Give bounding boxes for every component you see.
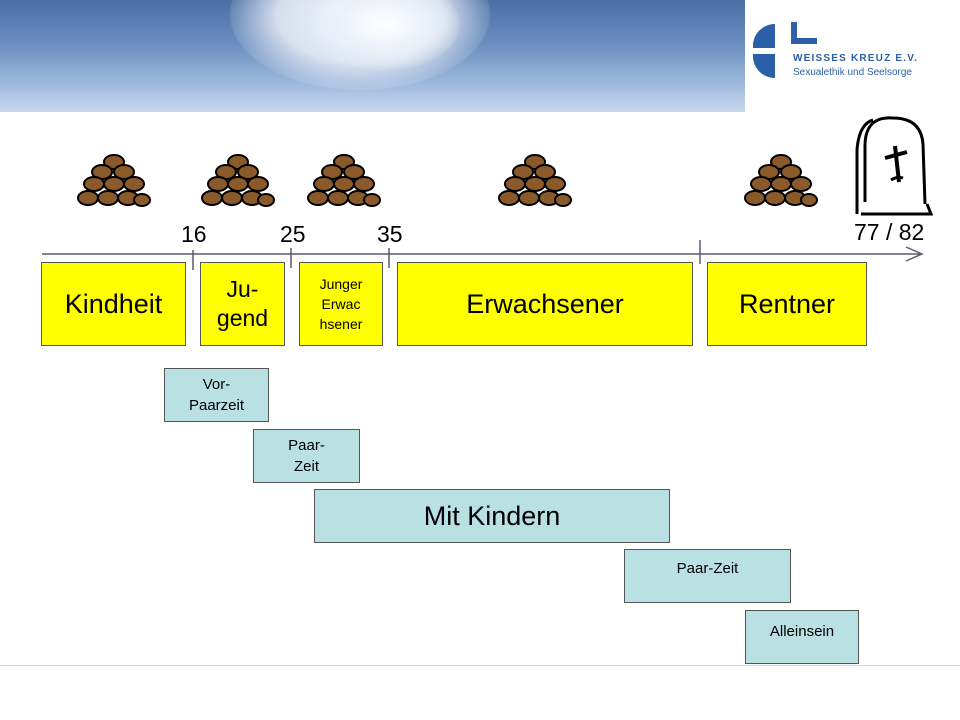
phase-label: Paar-Zeit (676, 560, 739, 577)
money-pile-icon (498, 154, 572, 207)
stage-junger-erwachsener: Junger Erwac hsener (299, 262, 383, 346)
phase-label: Alleinsein (769, 623, 835, 640)
cloud-image (310, 0, 460, 70)
logo (745, 0, 960, 112)
money-pile-icon (77, 154, 151, 207)
phase-label: Paarzeit (188, 397, 245, 414)
age-label: 77 / 82 (854, 219, 925, 245)
phase-label: Mit Kindern (423, 500, 561, 531)
phase-paar-zeit-late: Paar-Zeit (624, 549, 791, 603)
cross-logo-icon (752, 22, 817, 79)
stage-label: Erwac (321, 296, 361, 312)
age-label: 35 (377, 221, 403, 247)
phase-label: Vor- (202, 376, 231, 393)
phase-label: Paar- (288, 437, 325, 454)
gravestone-icon (855, 116, 934, 216)
logo-title: WEISSES KREUZ E.V. (793, 53, 919, 64)
age-label: 16 (181, 221, 207, 247)
stage-label: Kindheit (64, 288, 163, 319)
stage-rentner: Rentner (707, 262, 867, 346)
money-pile-icon (201, 154, 275, 207)
stage-label: Junger (319, 276, 363, 292)
stage-label: Ju- (226, 276, 259, 302)
phase-label: Zeit (293, 458, 319, 475)
stage-label: hsener (319, 316, 363, 332)
phase-alleinsein: Alleinsein (745, 610, 859, 664)
phase-vor-paarzeit: Vor- Paarzeit (164, 368, 269, 422)
header-tab (851, 103, 943, 117)
footer-divider (0, 665, 960, 666)
stage-erwachsener: Erwachsener (397, 262, 693, 346)
money-pile-icon (307, 154, 381, 207)
stage-label: Erwachsener (466, 288, 624, 319)
stage-kindheit: Kindheit (41, 262, 186, 346)
phase-paar-zeit: Paar- Zeit (253, 429, 360, 483)
stage-label: Rentner (738, 288, 836, 319)
money-pile-icon (744, 154, 818, 207)
stage-label: gend (216, 305, 269, 331)
phase-mit-kindern: Mit Kindern (314, 489, 670, 543)
logo-subtitle: Sexualethik und Seelsorge (793, 67, 912, 78)
stage-jugend: Ju- gend (200, 262, 285, 346)
age-label: 25 (280, 221, 306, 247)
